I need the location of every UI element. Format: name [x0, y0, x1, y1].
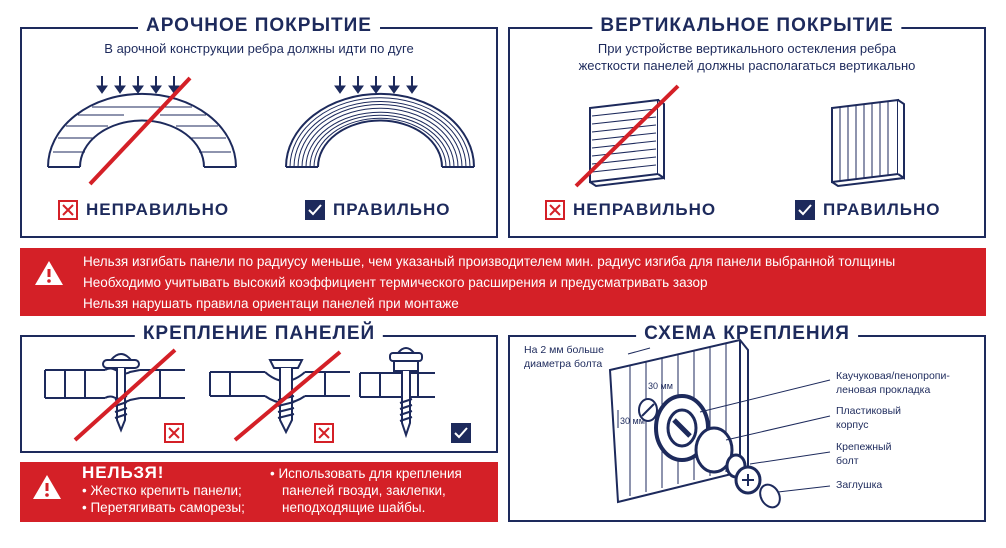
arch-wrong-verdict: НЕПРАВИЛЬНО: [58, 200, 229, 220]
arch-right-verdict: ПРАВИЛЬНО: [305, 200, 450, 220]
vertical-wrong-verdict: НЕПРАВИЛЬНО: [545, 200, 716, 220]
forbidden-item-2: • Перетягивать саморезы;: [82, 500, 245, 515]
vertical-wrong-label: НЕПРАВИЛЬНО: [573, 200, 717, 219]
vertical-title: ВЕРТИКАЛЬНОЕ ПОКРЫТИЕ: [592, 15, 902, 37]
wrong-cross-icon: [58, 200, 78, 220]
fastening-title: КРЕПЛЕНИЕ ПАНЕЛЕЙ: [134, 323, 384, 345]
arch-right-illustration: [285, 76, 475, 168]
arch-right-label: ПРАВИЛЬНО: [333, 200, 451, 219]
fastening-right-check-icon: [451, 423, 471, 443]
label-gasket-1: Каучуковая/пенопропи-: [836, 370, 950, 382]
scheme-dim-left: 30 мм: [620, 416, 645, 426]
warning-banner: Нельзя изгибать панели по радиусу меньше…: [20, 248, 986, 316]
label-cap: Заглушка: [836, 479, 883, 491]
scheme-illustration: [608, 338, 831, 509]
warning-line-2: Необходимо учитывать высокий коэффициент…: [83, 275, 708, 290]
right-check-icon: [795, 200, 815, 220]
warning-line-1: Нельзя изгибать панели по радиусу меньше…: [83, 254, 896, 269]
scheme-title: СХЕМА КРЕПЛЕНИЯ: [636, 323, 858, 345]
vertical-subtitle-1: При устройстве вертикального остекления …: [597, 41, 897, 56]
scheme-note-2: диаметра болта: [524, 358, 603, 370]
arch-wrong-illustration: [47, 76, 237, 186]
forbidden-banner: НЕЛЬЗЯ! • Жестко крепить панели; • Перет…: [20, 462, 498, 522]
scheme-note-1: На 2 мм больше: [524, 344, 604, 356]
vertical-right-illustration: [831, 98, 905, 188]
forbidden-note-1: • Использовать для крепления: [270, 466, 462, 481]
fastening-overtight-wrong-icon: [314, 423, 334, 443]
vertical-right-verdict: ПРАВИЛЬНО: [795, 200, 940, 220]
arch-title: АРОЧНОЕ ПОКРЫТИЕ: [138, 15, 380, 37]
right-check-icon: [305, 200, 325, 220]
arch-subtitle: В арочной конструкции ребра должны идти …: [104, 41, 414, 56]
fastening-wrong-rigid-illustration: [44, 348, 185, 442]
fastening-right-illustration: [359, 347, 435, 439]
warning-triangle-icon: [33, 475, 61, 499]
vertical-subtitle-2: жесткости панелей должны располагаться в…: [578, 58, 916, 73]
forbidden-title: НЕЛЬЗЯ!: [82, 463, 165, 482]
forbidden-note-3: неподходящие шайбы.: [282, 500, 426, 515]
forbidden-item-1: • Жестко крепить панели;: [82, 483, 242, 498]
label-bolt-1: Крепежный: [836, 441, 892, 453]
forbidden-note-2: панелей гвозди, заклепки,: [282, 483, 446, 498]
wrong-cross-icon: [545, 200, 565, 220]
scheme-dim-top: 30 мм: [648, 381, 673, 391]
vertical-right-label: ПРАВИЛЬНО: [823, 200, 941, 219]
fastening-wrong-overtight-illustration: [209, 350, 350, 442]
label-gasket-2: леновая прокладка: [836, 384, 931, 396]
label-body-2: корпус: [836, 419, 869, 431]
vertical-wrong-illustration: [574, 84, 680, 188]
label-bolt-2: болт: [836, 455, 859, 467]
warning-triangle-icon: [35, 261, 63, 285]
warning-line-3: Нельзя нарушать правила ориентаци панеле…: [83, 296, 459, 311]
fastening-rigid-wrong-icon: [164, 423, 184, 443]
arch-wrong-label: НЕПРАВИЛЬНО: [86, 200, 230, 219]
label-body-1: Пластиковый: [836, 405, 901, 417]
